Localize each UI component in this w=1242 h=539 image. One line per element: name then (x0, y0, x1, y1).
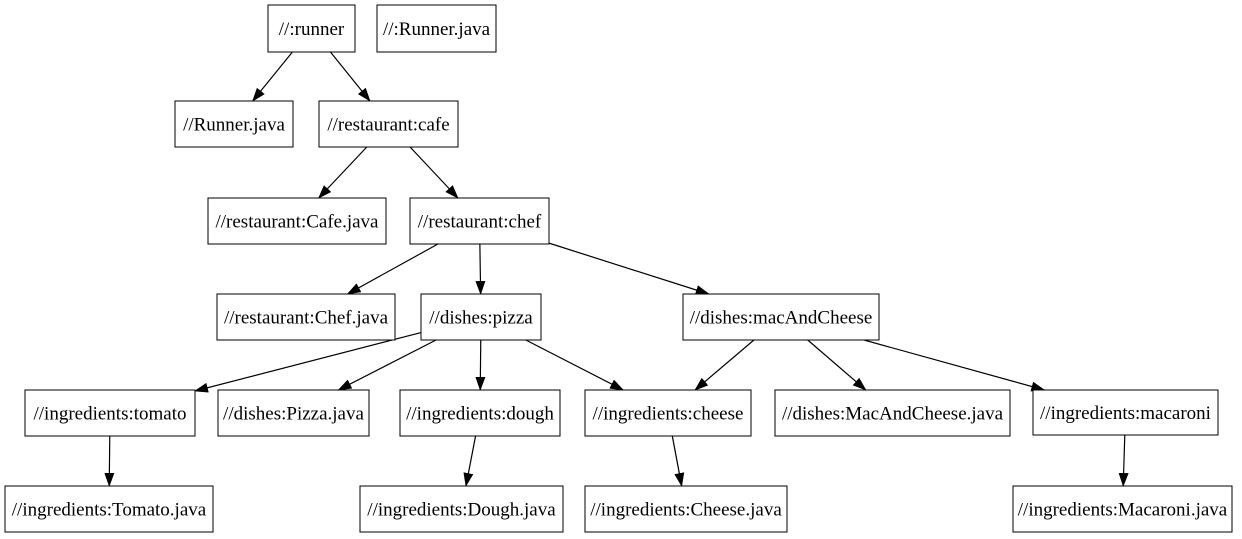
graph-node-label-cheese: //ingredients:cheese (593, 404, 744, 425)
graph-node-box-cafe_java (207, 197, 387, 245)
graph-node-cheese: //ingredients:cheese (584, 389, 752, 437)
graph-node-label-macaroni_java: //ingredients:Macaroni.java (1018, 500, 1228, 521)
graph-node-label-dough: //ingredients:dough (406, 404, 554, 425)
graph-edge-runner-to-cafe (329, 51, 371, 102)
graph-edge-chef-to-chef_java (346, 243, 439, 295)
graph-node-box-mac_java (774, 389, 1011, 437)
graph-node-box-cafe (318, 100, 459, 148)
graph-edge-macaroni-to-macaroni_java (1118, 434, 1129, 487)
graph-node-box-mac (682, 293, 880, 341)
graph-node-label-mac: //dishes:macAndCheese (690, 308, 873, 329)
graph-node-label-tomato: //ingredients:tomato (33, 404, 186, 425)
graph-node-label-chef_java: //restaurant:Chef.java (224, 308, 389, 329)
graph-node-macaroni_java: //ingredients:Macaroni.java (1012, 485, 1233, 533)
graph-node-label-runner_src: //:Runner.java (383, 19, 491, 40)
graph-node-label-runner_java: //Runner.java (183, 115, 285, 136)
graph-node-box-dough_java (359, 485, 564, 533)
graph-edge-dough-to-dough_java (463, 435, 477, 487)
graph-node-macaroni: //ingredients:macaroni (1032, 389, 1219, 436)
graph-node-box-macaroni_java (1012, 485, 1233, 533)
graph-node-box-runner_java (174, 100, 294, 148)
graph-edge-runner-to-runner_java (252, 51, 293, 102)
graph-node-pizza: //dishes:pizza (420, 293, 542, 341)
graph-edge-cafe-to-chef (409, 146, 459, 199)
graph-node-label-pizza: //dishes:pizza (429, 308, 533, 329)
graph-node-box-tomato (24, 389, 196, 437)
graph-node-runner_java: //Runner.java (174, 100, 294, 148)
graph-node-cafe: //restaurant:cafe (318, 100, 459, 148)
graph-node-box-runner (267, 4, 356, 53)
graph-node-mac: //dishes:macAndCheese (682, 293, 880, 341)
graph-node-cheese_java: //ingredients:Cheese.java (584, 485, 788, 533)
graph-node-box-pizza (420, 293, 542, 341)
graph-node-box-runner_src (376, 4, 497, 53)
graph-node-runner_src: //:Runner.java (376, 4, 497, 53)
graph-node-box-tomato_java (4, 485, 214, 533)
graph-edge-mac-to-mac_java (807, 339, 867, 391)
graph-edge-pizza-to-dough (475, 339, 486, 391)
graph-node-label-tomato_java: //ingredients:Tomato.java (12, 500, 207, 521)
graph-node-pizza_java: //dishes:Pizza.java (217, 389, 370, 437)
graph-node-box-pizza_java (217, 389, 370, 437)
graph-node-box-chef_java (216, 293, 396, 341)
graph-node-cafe_java: //restaurant:Cafe.java (207, 197, 387, 245)
graph-node-box-macaroni (1032, 389, 1219, 436)
graph-edge-pizza-to-cheese (525, 339, 625, 391)
edges-layer (104, 51, 1129, 487)
graph-edge-cheese-to-cheese_java (671, 435, 685, 487)
graph-node-mac_java: //dishes:MacAndCheese.java (774, 389, 1011, 437)
graph-node-box-chef (409, 197, 550, 245)
graph-node-runner: //:runner (267, 4, 356, 53)
graph-node-label-pizza_java: //dishes:Pizza.java (223, 404, 364, 425)
graph-node-chef_java: //restaurant:Chef.java (216, 293, 396, 341)
graph-node-label-runner: //:runner (279, 19, 345, 40)
graph-node-label-mac_java: //dishes:MacAndCheese.java (782, 404, 1004, 425)
graph-edge-chef-to-pizza (475, 243, 486, 295)
graph-node-label-cafe: //restaurant:cafe (327, 115, 449, 136)
graph-node-dough: //ingredients:dough (399, 389, 561, 437)
graph-node-box-cheese_java (584, 485, 788, 533)
graph-node-label-macaroni: //ingredients:macaroni (1040, 403, 1211, 424)
graph-node-label-cafe_java: //restaurant:Cafe.java (215, 212, 379, 233)
graph-edge-pizza-to-pizza_java (337, 339, 437, 391)
graph-edge-mac-to-macaroni (863, 339, 1046, 392)
graph-node-label-dough_java: //ingredients:Dough.java (367, 500, 556, 521)
graph-node-chef: //restaurant:chef (409, 197, 550, 245)
graph-node-tomato: //ingredients:tomato (24, 389, 196, 437)
graph-node-label-cheese_java: //ingredients:Cheese.java (590, 500, 782, 521)
graph-edge-mac-to-cheese (694, 339, 755, 391)
graph-edge-pizza-to-tomato (194, 331, 422, 393)
graph-edge-cafe-to-cafe_java (318, 146, 368, 199)
graph-node-box-cheese (584, 389, 752, 437)
graph-node-box-dough (399, 389, 561, 437)
graph-edge-tomato-to-tomato_java (104, 435, 115, 487)
nodes-layer: //:runner //:Runner.java //Runner.java //re… (4, 4, 1233, 533)
graph-node-tomato_java: //ingredients:Tomato.java (4, 485, 214, 533)
graph-node-dough_java: //ingredients:Dough.java (359, 485, 564, 533)
graph-node-label-chef: //restaurant:chef (418, 212, 542, 233)
graph-edge-chef-to-mac (548, 242, 710, 295)
